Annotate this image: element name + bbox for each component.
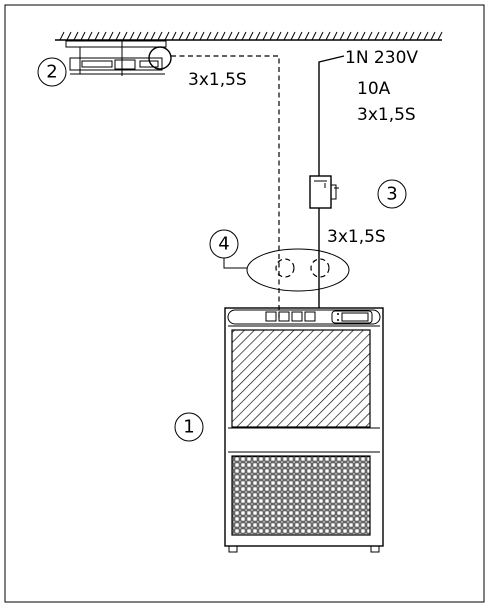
supply-label-3: 3x1,5S <box>357 105 416 125</box>
switch-to-unit-cable-label: 3x1,5S <box>327 227 386 247</box>
control-button-icon <box>278 311 290 322</box>
callout-2: 2 <box>37 57 67 87</box>
control-button-icon <box>291 311 303 322</box>
supply-label-2: 10A <box>357 79 391 99</box>
ceiling-unit-cable <box>171 55 280 318</box>
callout-1: 1 <box>174 412 204 442</box>
callout-1-label: 1 <box>183 417 194 438</box>
callout-2-label: 2 <box>46 62 57 83</box>
ceiling <box>55 31 443 41</box>
unit-foot <box>228 545 238 553</box>
supply-label-1: 1N 230V <box>345 48 418 68</box>
supply-cable <box>318 55 345 176</box>
ceiling-unit-cable-label: 3x1,5S <box>188 70 247 90</box>
callout-4: 4 <box>209 229 247 269</box>
unit-foot <box>370 545 380 553</box>
connection-detail <box>246 248 350 292</box>
intake-grille <box>231 455 371 536</box>
ceiling-unit <box>65 40 172 76</box>
control-button-icon <box>304 311 316 322</box>
unit-cabinet <box>224 307 384 547</box>
air-handling-unit <box>224 307 384 553</box>
control-panel <box>227 309 381 325</box>
fan-motor-icon <box>148 46 172 70</box>
callout-4-label: 4 <box>218 234 229 255</box>
page-frame <box>4 4 485 603</box>
callout-3-label: 3 <box>386 184 397 205</box>
isolator-switch <box>309 175 339 209</box>
callout-3: 3 <box>377 179 407 209</box>
control-button-icon <box>265 311 277 322</box>
filter-panel <box>231 329 371 428</box>
display-panel <box>331 310 373 324</box>
